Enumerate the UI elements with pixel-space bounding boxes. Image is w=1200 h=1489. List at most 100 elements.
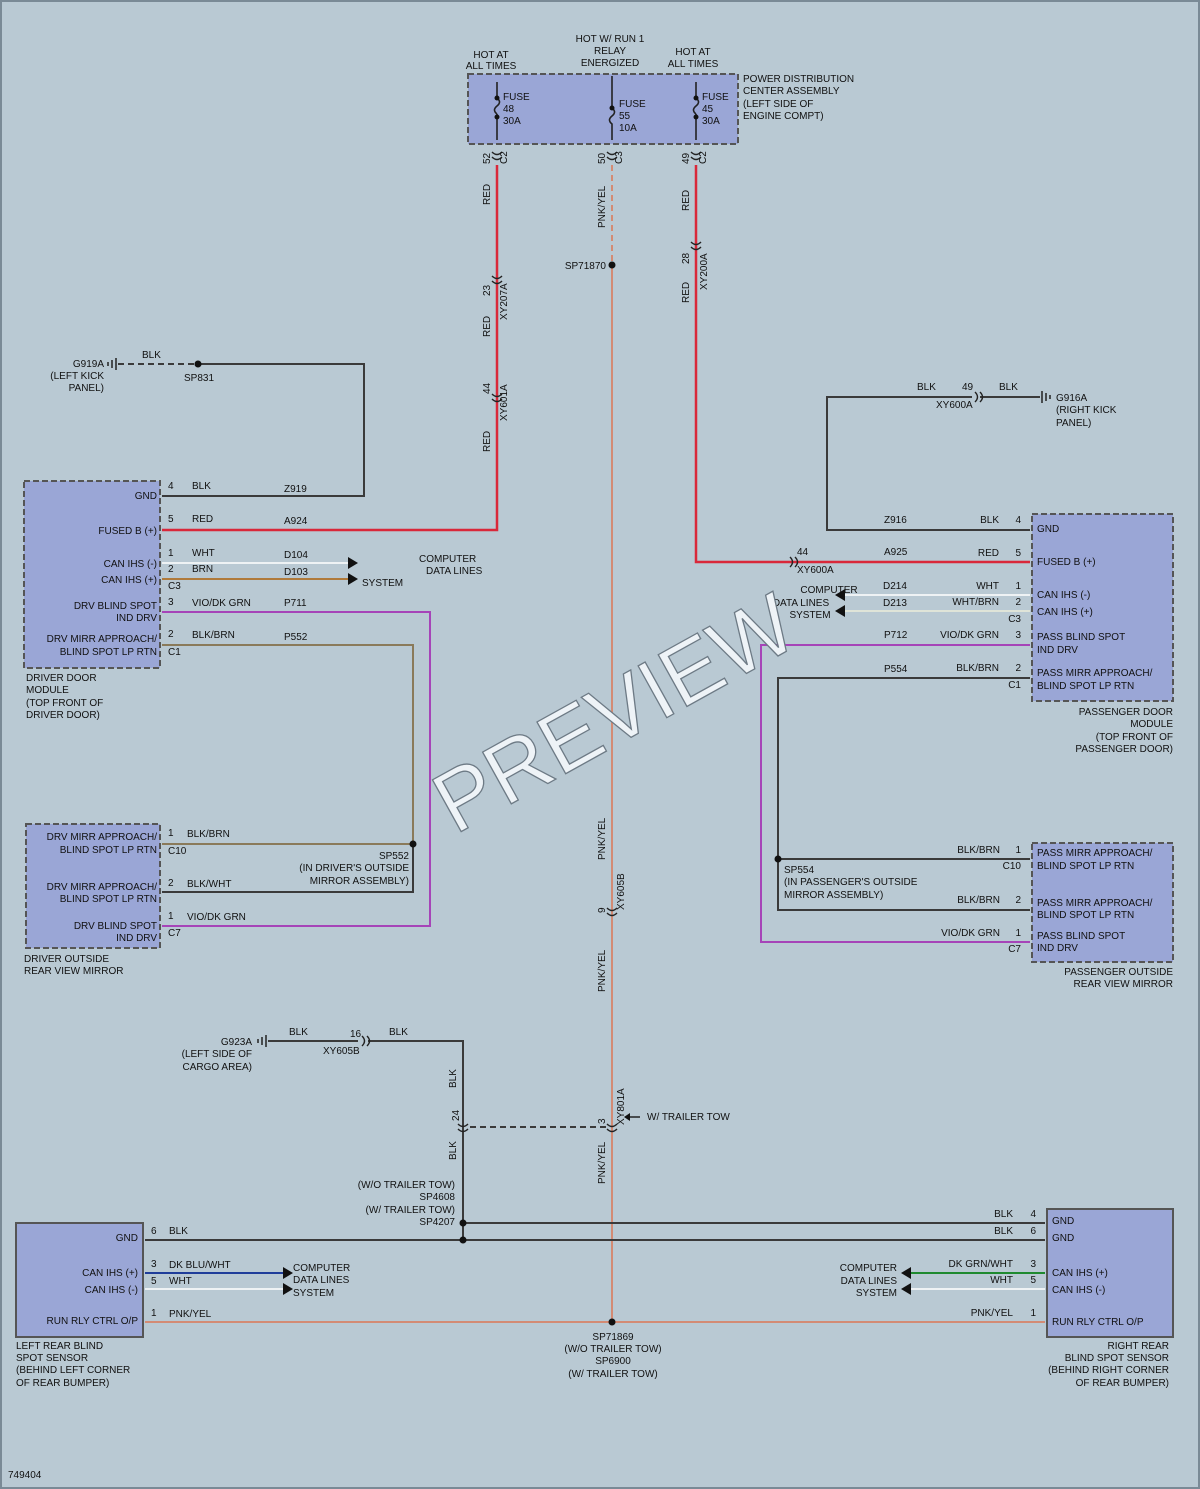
- driver-outside-mirror-box[interactable]: [25, 823, 161, 949]
- ddm-color-wht: WHT: [192, 548, 215, 559]
- splice-sp4608: [459, 1236, 467, 1244]
- connector-c3-center: [606, 151, 618, 161]
- pdm-pin-label-bs-2: IND DRV: [1037, 645, 1078, 656]
- pmr-pin-label-bs-1: PASS BLIND SPOT: [1037, 931, 1125, 942]
- pdc-header-center-1: HOT W/ RUN 1: [576, 34, 645, 45]
- wire-color-red-2: RED: [482, 316, 493, 337]
- g919a-label: G919A: [73, 359, 104, 370]
- rr-data-lines-1: COMPUTER: [840, 1263, 897, 1274]
- ddm-pin-3: 3: [168, 597, 174, 608]
- xy200a-label: XY200A: [699, 253, 710, 290]
- splice-sp71870-label: SP71870: [565, 261, 607, 272]
- dmr-conn-c7: C7: [168, 928, 181, 939]
- pdm-pin-label-can-plus: CAN IHS (+): [1037, 607, 1093, 618]
- arrow-d214: [835, 589, 845, 601]
- passenger-outside-mirror-box[interactable]: [1031, 842, 1174, 963]
- dmr-color-3: VIO/DK GRN: [187, 912, 246, 923]
- wire-color-pnk-3: PNK/YEL: [597, 949, 608, 992]
- pmr-pin-2: 2: [1015, 895, 1021, 906]
- wire-p711-vio: [162, 611, 431, 927]
- right-rear-blind-spot-sensor-box[interactable]: [1046, 1208, 1174, 1338]
- ddm-pin-label-blind-spot-2: IND DRV: [116, 613, 157, 624]
- wire-color-red-1: RED: [482, 184, 493, 205]
- splice-sp554: [774, 855, 782, 863]
- lr-label-3: (BEHIND LEFT CORNER: [16, 1365, 130, 1376]
- lr-color-pnk-yel: PNK/YEL: [169, 1309, 212, 1320]
- pdm-pin-label-can-minus: CAN IHS (-): [1037, 590, 1090, 601]
- wire-color-red-3: RED: [482, 431, 493, 452]
- ddm-conn-c1: C1: [168, 647, 181, 658]
- xy207a-pin: 23: [482, 284, 493, 296]
- rr-pin-label-gnd-2: GND: [1052, 1233, 1074, 1244]
- pdm-label-4: PASSENGER DOOR): [1075, 744, 1173, 755]
- ddm-data-lines-1: COMPUTER: [419, 554, 476, 565]
- rr-pin-6: 6: [1030, 1226, 1036, 1237]
- lr-color-wht: WHT: [169, 1276, 192, 1287]
- connector-xy600a-44: [789, 556, 799, 568]
- wire-color-red-right-2: RED: [681, 282, 692, 303]
- pdm-pin-label-fused-b: FUSED B (+): [1037, 557, 1096, 568]
- ddm-data-lines-2: DATA LINES: [426, 566, 483, 577]
- splice-sp71870: [608, 261, 616, 269]
- lr-data-lines-1: COMPUTER: [293, 1263, 350, 1274]
- lr-pin-label-can-plus: CAN IHS (+): [82, 1268, 138, 1279]
- pdm-pin-label-bs-1: PASS BLIND SPOT: [1037, 632, 1125, 643]
- dmr-pin-3: 1: [168, 911, 174, 922]
- wire-p712-vio: [760, 644, 1030, 943]
- rr-label-2: BLIND SPOT SENSOR: [1065, 1353, 1169, 1364]
- g923a-vert-blk-2: BLK: [448, 1141, 459, 1160]
- ground-g919a-icon: [107, 358, 117, 370]
- sp4608-line-3: (W/ TRAILER TOW): [366, 1205, 455, 1216]
- pdc-header-right-1: HOT AT: [675, 47, 710, 58]
- pdc-pin-50: 50: [597, 152, 608, 164]
- rr-color-wht: WHT: [990, 1275, 1013, 1286]
- pdm-conn-c3: C3: [1008, 614, 1021, 625]
- pdm-pin-4: 4: [1015, 515, 1021, 526]
- ddm-circuit-d104: D104: [284, 550, 308, 561]
- g919a-label-2: (LEFT KICK: [50, 371, 104, 382]
- splice-sp831: [194, 360, 202, 368]
- pdc-pin-52: 52: [482, 152, 493, 164]
- dmr-conn-c10: C10: [168, 846, 187, 857]
- g923a-pin-16: 16: [350, 1029, 362, 1040]
- ddm-pin-1: 1: [168, 548, 174, 559]
- pdc-conn-c2-left: C2: [499, 151, 510, 164]
- fuse-45-terminal: [693, 114, 699, 120]
- lr-color-blk: BLK: [169, 1226, 188, 1237]
- pmr-pin-label-bs-2: IND DRV: [1037, 943, 1078, 954]
- sp4608-line-2: SP4608: [419, 1192, 455, 1203]
- lr-pin-5: 5: [151, 1276, 157, 1287]
- dmr-pin-1: 1: [168, 828, 174, 839]
- dmr-label-1: DRIVER OUTSIDE: [24, 954, 109, 965]
- pdm-circuit-p712: P712: [884, 630, 908, 641]
- pdm-color-blk-brn: BLK/BRN: [956, 663, 999, 674]
- lr-pin-6: 6: [151, 1226, 157, 1237]
- dmr-pin-label-mirr-1b: BLIND SPOT LP RTN: [60, 845, 157, 856]
- xy801a-label: XY801A: [616, 1088, 627, 1125]
- pdm-pin-label-gnd: GND: [1037, 524, 1059, 535]
- lr-data-lines-2: DATA LINES: [293, 1275, 350, 1286]
- pdc-conn-c3: C3: [614, 151, 625, 164]
- sp71869-line-2: (W/O TRAILER TOW): [564, 1344, 661, 1355]
- driver-door-module-box[interactable]: [23, 480, 161, 669]
- connector-xy605b-9: [606, 907, 618, 917]
- pmr-color-3: VIO/DK GRN: [941, 928, 1000, 939]
- passenger-door-module-box[interactable]: [1031, 513, 1174, 702]
- rr-color-blk-1: BLK: [994, 1209, 1013, 1220]
- ddm-system: SYSTEM: [362, 578, 403, 589]
- left-rear-blind-spot-sensor-box[interactable]: [15, 1222, 144, 1338]
- lr-label-1: LEFT REAR BLIND: [16, 1341, 103, 1352]
- rr-pin-1: 1: [1030, 1308, 1036, 1319]
- dmr-pin-label-mirr-1a: DRV MIRR APPROACH/: [47, 832, 158, 843]
- g916a-wire-color-right: BLK: [999, 382, 1018, 393]
- arrow-d213: [835, 605, 845, 617]
- wire-color-pnk-4: PNK/YEL: [597, 1141, 608, 1184]
- dmr-color-2: BLK/WHT: [187, 879, 231, 890]
- g923a-label: G923A: [221, 1037, 252, 1048]
- dmr-label-2: REAR VIEW MIRROR: [24, 966, 123, 977]
- arrow-left-rear-can-minus: [283, 1283, 293, 1295]
- pmr-pin-label-mirr-1a: PASS MIRR APPROACH/: [1037, 848, 1153, 859]
- pmr-color-1: BLK/BRN: [957, 845, 1000, 856]
- pdm-label-2: MODULE: [1130, 719, 1173, 730]
